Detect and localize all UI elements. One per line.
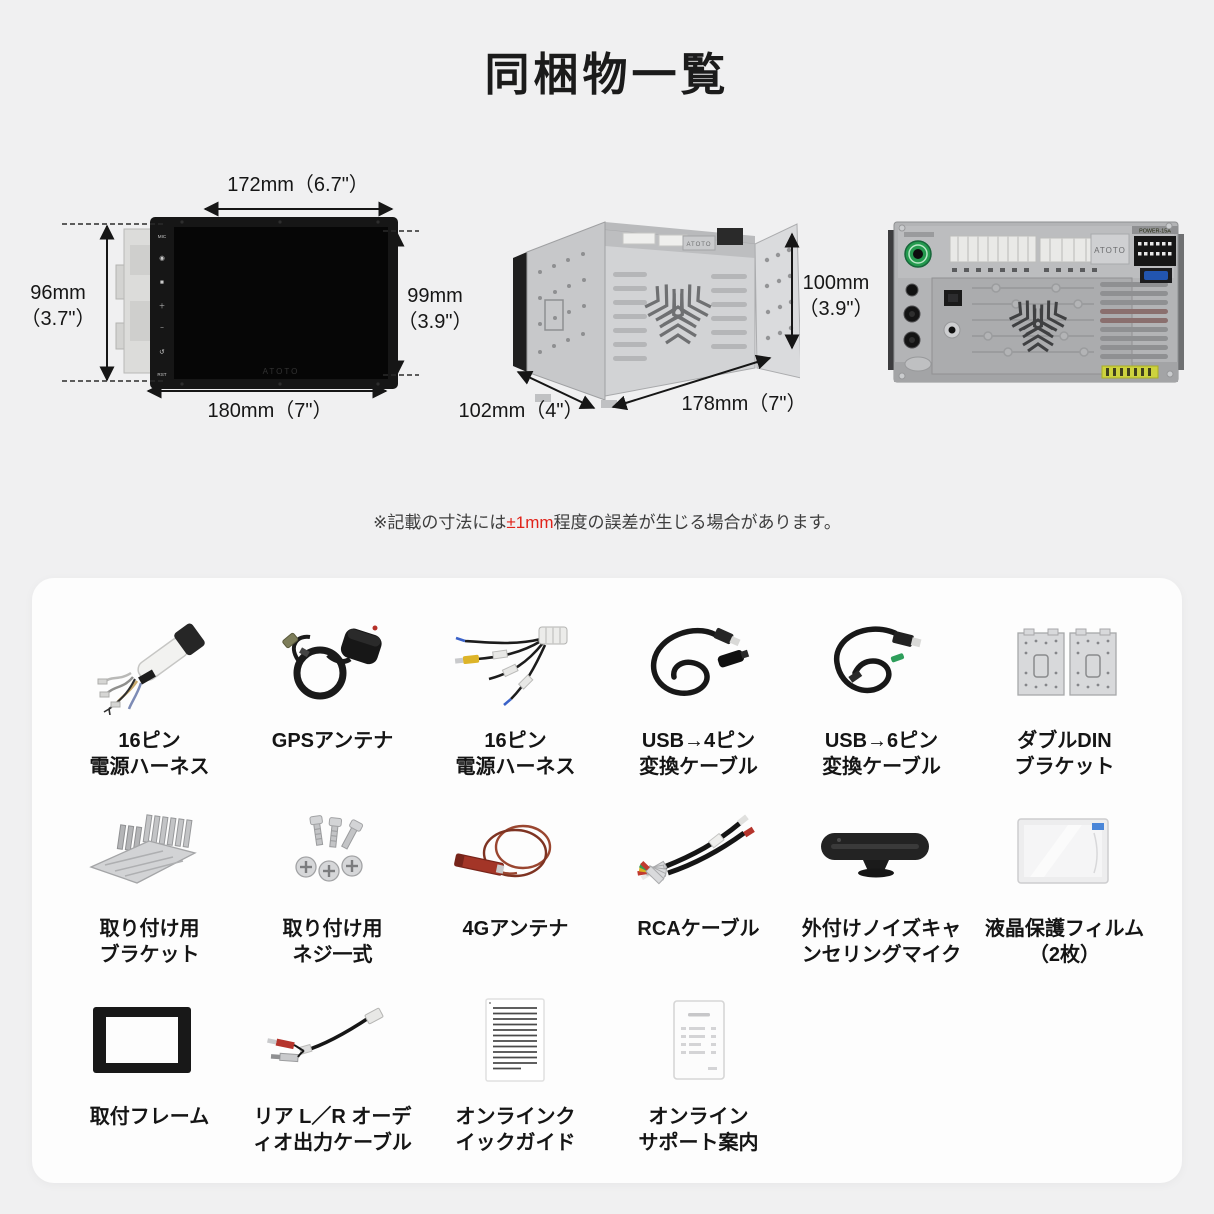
item-cell: オンライン サポート案内 — [607, 990, 790, 1178]
dim-label-front-width-top: 172mm（6.7"） — [227, 174, 369, 196]
dim-label-cage-height: 100mm （3.9"） — [798, 272, 874, 320]
usb-6pin-cable-icon — [790, 614, 973, 716]
item-cell: 取り付け用 ブラケット — [58, 802, 241, 990]
dim-label-cage-depth: 102mm（4"） — [458, 400, 584, 422]
item-cell: ダブルDIN ブラケット — [973, 614, 1156, 802]
item-cell: RCAケーブル — [607, 802, 790, 990]
brand-text: ATOTO — [263, 367, 300, 376]
svg-text:◉: ◉ — [159, 255, 165, 262]
svg-text:＋: ＋ — [159, 302, 166, 310]
tolerance-note: ※記載の寸法には±1mm程度の誤差が生じる場合があります。 — [0, 508, 1214, 533]
item-label: 取り付け用 ブラケット — [99, 918, 200, 967]
brand-text: ATOTO — [1094, 246, 1126, 255]
dim-label-front-height-right: 99mm （3.9"） — [397, 285, 473, 333]
item-cell: 取り付け用 ネジ一式 — [241, 802, 424, 990]
included-items-panel: 16ピン 電源ハーネス GPSアンテナ — [32, 578, 1182, 1183]
item-label: USB→6ピン 変換ケーブル — [822, 730, 941, 779]
svg-text:MIC: MIC — [158, 234, 167, 239]
item-cell: 液晶保護フィルム （2枚） — [973, 802, 1156, 990]
svg-text:■: ■ — [160, 279, 164, 286]
dim-label-cage-width: 178mm（7"） — [681, 393, 807, 415]
item-cell: 16ピン 電源ハーネス — [424, 614, 607, 802]
item-cell: GPSアンテナ — [241, 614, 424, 802]
note-suffix: 程度の誤差が生じる場合があります。 — [553, 513, 841, 532]
item-cell: USB→4ピン 変換ケーブル — [607, 614, 790, 802]
head-unit-front-image: MIC ◉ ■ ＋ − ↺ RST ATOTO — [115, 217, 398, 389]
item-label: リア L／R オーデ ィオ出力ケーブル — [253, 1106, 412, 1155]
atoto-hex-logo — [1008, 300, 1068, 353]
item-label: オンライン サポート案内 — [638, 1106, 759, 1155]
4g-antenna-icon — [424, 802, 607, 904]
svg-text:RST: RST — [157, 372, 166, 377]
brand-text: ATOTO — [686, 242, 711, 248]
atoto-hex-logo — [644, 284, 712, 345]
item-label: 取付フレーム — [89, 1106, 210, 1128]
head-unit-rear-image: ATOTO POWER-15A — [888, 221, 1184, 383]
dim-label-front-height-left: 96mm （3.7"） — [20, 282, 96, 330]
item-cell: 4Gアンテナ — [424, 802, 607, 990]
quick-guide-icon — [424, 990, 607, 1092]
gps-antenna-icon — [241, 614, 424, 716]
mounting-bracket-icon — [58, 802, 241, 904]
item-label: USB→4ピン 変換ケーブル — [639, 730, 758, 779]
front-bezel-buttons: MIC ◉ ■ ＋ − ↺ RST — [157, 234, 166, 377]
item-cell: リア L／R オーデ ィオ出力ケーブル — [241, 990, 424, 1178]
support-guide-icon — [607, 990, 790, 1092]
svg-text:−: − — [160, 325, 164, 332]
item-label: 液晶保護フィルム （2枚） — [984, 918, 1145, 967]
item-label: ダブルDIN ブラケット — [1014, 730, 1115, 779]
item-label: 16ピン 電源ハーネス — [455, 730, 576, 779]
item-cell: USB→6ピン 変換ケーブル — [790, 614, 973, 802]
item-cell: 取付フレーム — [58, 990, 241, 1178]
mounting-cage-image: ATOTO — [513, 221, 800, 408]
rear-audio-cable-icon — [241, 990, 424, 1092]
item-label: GPSアンテナ — [271, 730, 394, 752]
svg-text:↺: ↺ — [159, 349, 164, 356]
dimensions-diagram: MIC ◉ ■ ＋ − ↺ RST ATOTO — [0, 0, 1214, 578]
wire-harness-icon — [424, 614, 607, 716]
item-label: 取り付け用 ネジ一式 — [282, 918, 383, 967]
item-cell: 16ピン 電源ハーネス — [58, 614, 241, 802]
mounting-frame-icon — [58, 990, 241, 1092]
screws-icon — [241, 802, 424, 904]
dim-label-front-width-bottom: 180mm（7"） — [207, 400, 333, 422]
rca-cable-icon — [607, 802, 790, 904]
usb-4pin-cable-icon — [607, 614, 790, 716]
microphone-icon — [790, 802, 973, 904]
item-label: 4Gアンテナ — [462, 918, 569, 940]
page-title: 同梱物一覧 — [484, 49, 730, 100]
din-brackets-icon — [973, 614, 1156, 716]
wire-harness-icon — [58, 614, 241, 716]
note-highlight: ±1mm — [506, 513, 554, 532]
power-rating-label: POWER-15A — [1139, 229, 1171, 235]
item-label: RCAケーブル — [637, 918, 760, 940]
item-label: オンラインク イックガイド — [455, 1106, 576, 1155]
item-cell: 外付けノイズキャ ンセリングマイク — [790, 802, 973, 990]
screen-film-icon — [973, 802, 1156, 904]
item-label: 16ピン 電源ハーネス — [89, 730, 210, 779]
note-prefix: ※記載の寸法には — [373, 513, 507, 532]
item-cell: オンラインク イックガイド — [424, 990, 607, 1178]
item-label: 外付けノイズキャ ンセリングマイク — [801, 918, 962, 967]
